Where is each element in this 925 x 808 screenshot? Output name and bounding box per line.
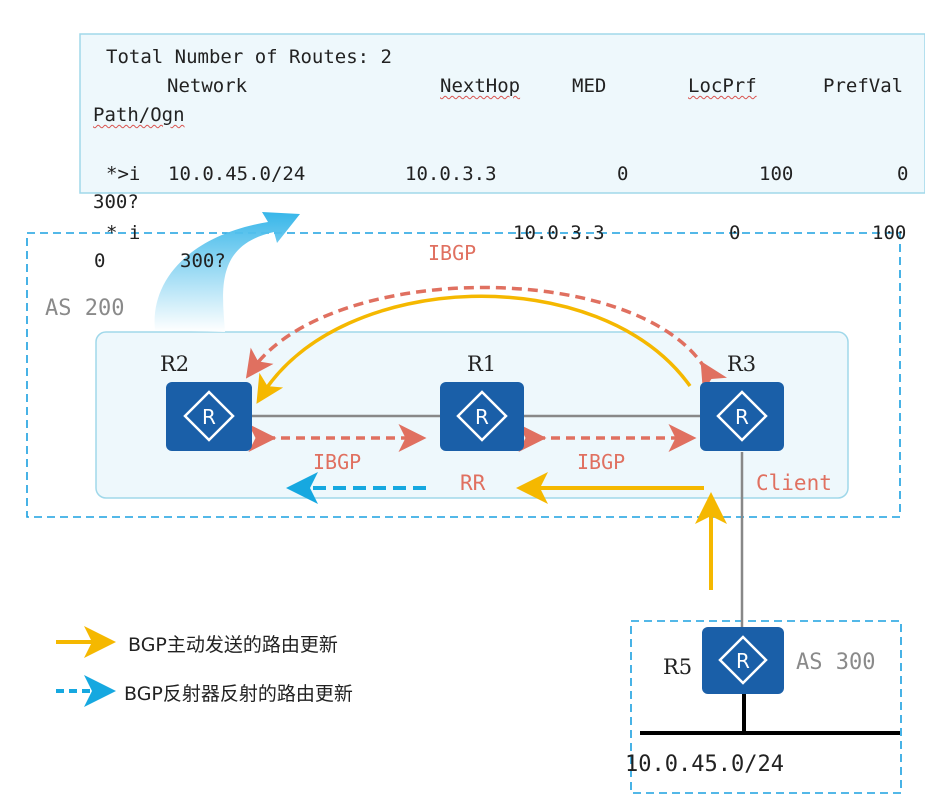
router-r1[interactable]: R	[440, 382, 524, 451]
header-network: Network	[167, 75, 248, 97]
row1-nexthop: 10.0.3.3	[405, 163, 497, 185]
as300-label: AS 300	[796, 650, 876, 675]
row2-nexthop: 10.0.3.3	[513, 222, 605, 244]
row1-med: 0	[617, 163, 629, 185]
row1-prefval: 0	[897, 163, 909, 185]
as200-label: AS 200	[45, 296, 125, 321]
header-locprf: LocPrf	[688, 75, 757, 97]
row2-flags: * i	[106, 222, 141, 244]
r1-label: R1	[467, 352, 497, 376]
route-table-panel	[79, 33, 925, 194]
router-r5[interactable]: R	[702, 627, 784, 694]
as300-boundary	[630, 620, 902, 794]
ibgp-top-label: IBGP	[428, 241, 477, 265]
router-r3-glyph: R	[735, 405, 749, 429]
row1-locprf: 100	[759, 163, 794, 185]
row1-flags: *>i	[106, 163, 141, 185]
r2-label: R2	[160, 352, 190, 376]
client-label: Client	[756, 471, 832, 495]
as200-boundary	[26, 232, 901, 518]
ibgp-right-label: IBGP	[577, 450, 626, 474]
header-prefval: PrefVal	[823, 75, 904, 97]
row1-network: 10.0.45.0/24	[168, 163, 306, 185]
rr-label: RR	[460, 471, 486, 495]
row2-prefval: 0	[94, 250, 106, 272]
r3-label: R3	[727, 352, 757, 376]
legend-reflected-text: BGP反射器反射的路由更新	[124, 683, 353, 705]
router-r5-glyph: R	[736, 649, 750, 673]
route-count: Total Number of Routes: 2	[106, 46, 392, 68]
router-r2[interactable]: R	[166, 382, 252, 451]
router-r2-glyph: R	[202, 405, 216, 429]
route-update-to-table-arrow	[154, 212, 300, 332]
active-update-r3-to-r2	[256, 294, 692, 404]
legend-active-text: BGP主动发送的路由更新	[128, 634, 338, 656]
ibgp-left-label: IBGP	[313, 450, 362, 474]
router-r1-glyph: R	[475, 405, 489, 429]
router-r3[interactable]: R	[700, 382, 784, 451]
header-path: Path/Ogn	[93, 104, 185, 126]
row2-path: 300?	[180, 250, 226, 272]
header-med: MED	[572, 75, 607, 97]
header-nexthop: NextHop	[440, 75, 521, 97]
ibgp-session-r2-r3	[245, 285, 728, 393]
network-prefix-label: 10.0.45.0/24	[625, 752, 784, 777]
row1-path: 300?	[93, 191, 139, 213]
row2-locprf: 100	[872, 222, 907, 244]
r5-label: R5	[663, 655, 693, 679]
row2-med: 0	[729, 222, 741, 244]
